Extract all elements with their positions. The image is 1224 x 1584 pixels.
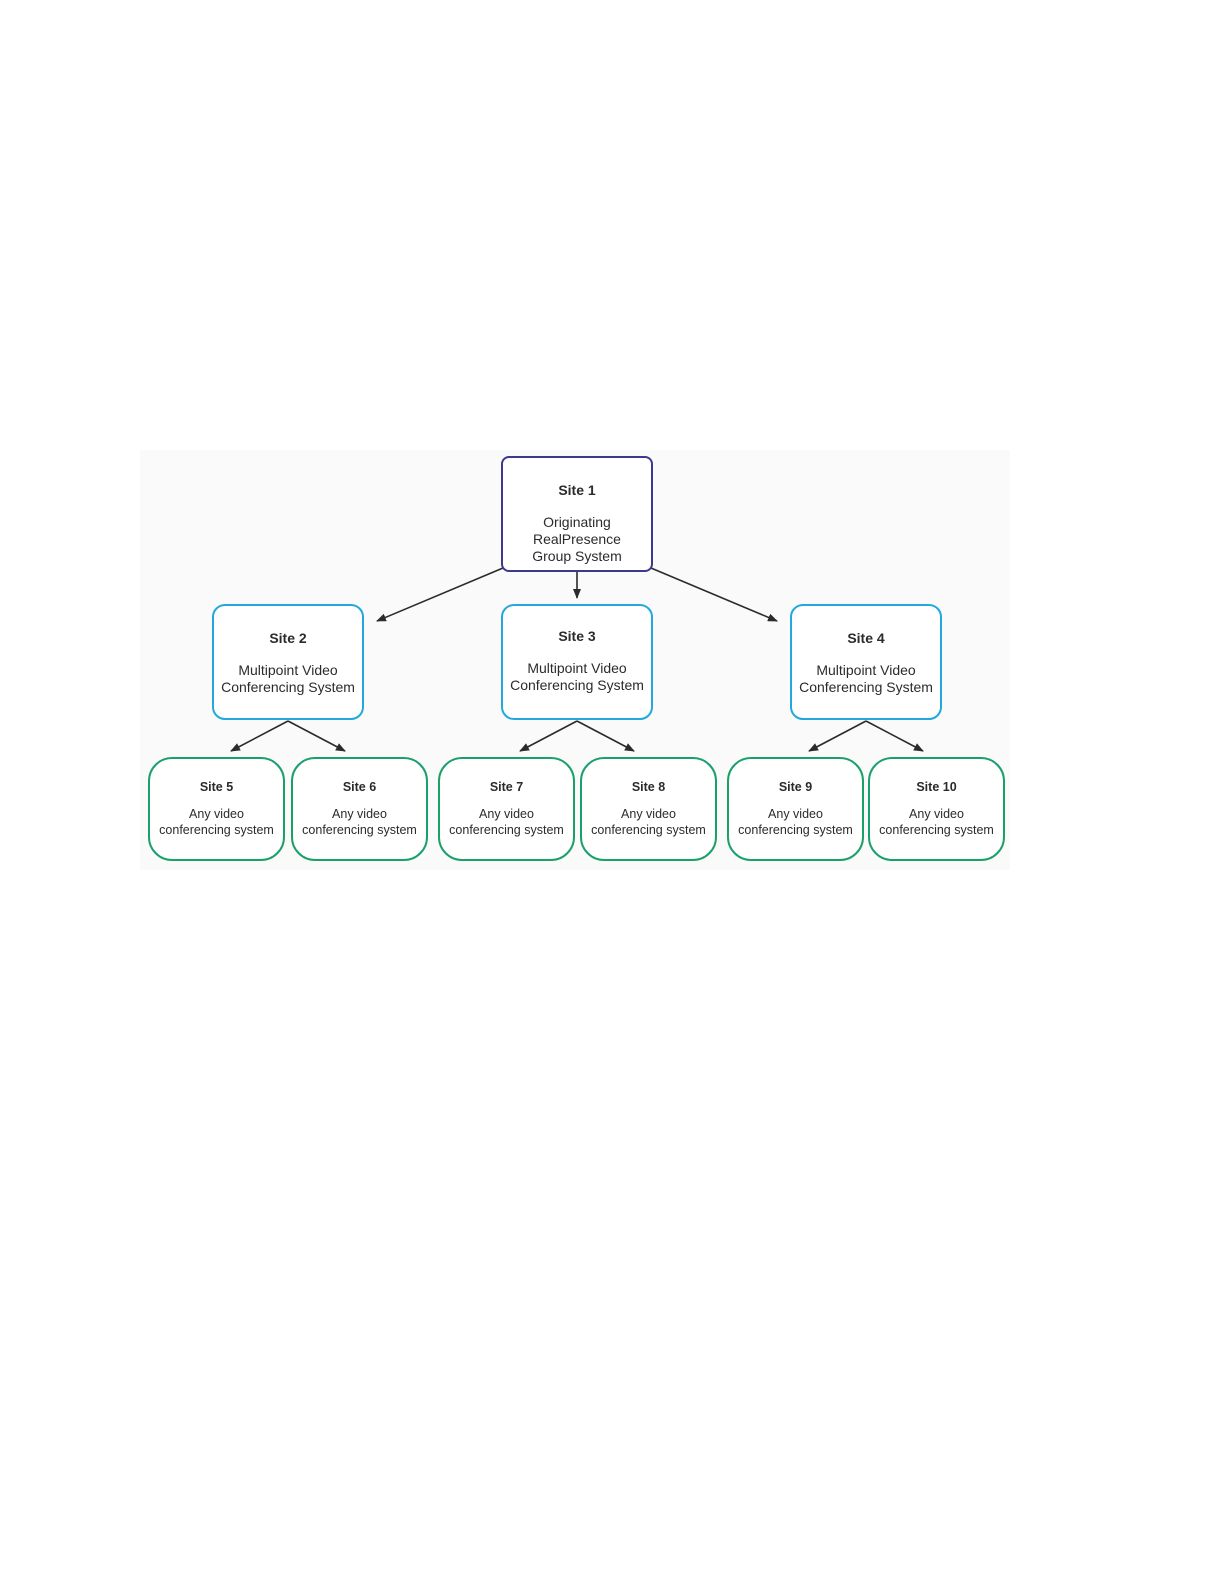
node-description: Originating RealPresence Group System xyxy=(532,514,621,564)
node-site8: Site 8 Any video conferencing system xyxy=(580,757,717,861)
node-description: Any video conferencing system xyxy=(449,807,564,838)
node-description: Any video conferencing system xyxy=(302,807,417,838)
node-desc-line: Group System xyxy=(532,547,622,564)
node-title: Site 2 xyxy=(269,630,307,646)
node-desc-line: Multipoint Video xyxy=(238,662,338,678)
node-desc-line: Any video xyxy=(189,807,244,821)
node-title: Site 8 xyxy=(631,780,666,794)
node-site9: Site 9 Any video conferencing system xyxy=(727,757,864,861)
node-desc-line: Any video xyxy=(909,807,964,821)
node-desc-line: conferencing system xyxy=(302,822,417,837)
node-desc-line: conferencing system xyxy=(591,822,706,837)
node-desc-line: Conferencing System xyxy=(221,678,355,695)
node-site3: Site 3 Multipoint Video Conferencing Sys… xyxy=(501,604,653,720)
node-site7: Site 7 Any video conferencing system xyxy=(438,757,575,861)
node-desc-line: RealPresence xyxy=(533,530,621,547)
node-title: Site 9 xyxy=(778,780,813,794)
node-description: Any video conferencing system xyxy=(738,807,853,838)
node-desc-line: Conferencing System xyxy=(799,678,933,695)
node-desc-line: Multipoint Video xyxy=(527,660,627,676)
node-title: Site 4 xyxy=(847,630,885,646)
node-title: Site 6 xyxy=(342,780,377,794)
node-desc-line: Any video xyxy=(479,807,534,821)
node-site5: Site 5 Any video conferencing system xyxy=(148,757,285,861)
node-desc-line: Any video xyxy=(621,807,676,821)
node-description: Multipoint Video Conferencing System xyxy=(221,662,355,696)
node-site1: Site 1 Originating RealPresence Group Sy… xyxy=(501,456,653,572)
node-description: Any video conferencing system xyxy=(879,807,994,838)
node-description: Multipoint Video Conferencing System xyxy=(510,660,644,694)
node-description: Multipoint Video Conferencing System xyxy=(799,662,933,696)
node-desc-line: Any video xyxy=(332,807,387,821)
node-desc-line: Conferencing System xyxy=(510,676,644,693)
node-desc-line: conferencing system xyxy=(879,822,994,837)
node-title: Site 3 xyxy=(558,628,596,644)
node-site6: Site 6 Any video conferencing system xyxy=(291,757,428,861)
node-desc-line: conferencing system xyxy=(449,822,564,837)
node-title: Site 7 xyxy=(489,780,524,794)
node-site10: Site 10 Any video conferencing system xyxy=(868,757,1005,861)
node-desc-line: conferencing system xyxy=(159,822,274,837)
node-site4: Site 4 Multipoint Video Conferencing Sys… xyxy=(790,604,942,720)
node-desc-line: Originating xyxy=(543,514,611,530)
node-desc-line: conferencing system xyxy=(738,822,853,837)
node-desc-line: Any video xyxy=(768,807,823,821)
node-site2: Site 2 Multipoint Video Conferencing Sys… xyxy=(212,604,364,720)
node-title: Site 5 xyxy=(199,780,234,794)
node-description: Any video conferencing system xyxy=(159,807,274,838)
node-title: Site 1 xyxy=(558,482,596,498)
node-title: Site 10 xyxy=(916,780,957,794)
node-description: Any video conferencing system xyxy=(591,807,706,838)
node-desc-line: Multipoint Video xyxy=(816,662,916,678)
